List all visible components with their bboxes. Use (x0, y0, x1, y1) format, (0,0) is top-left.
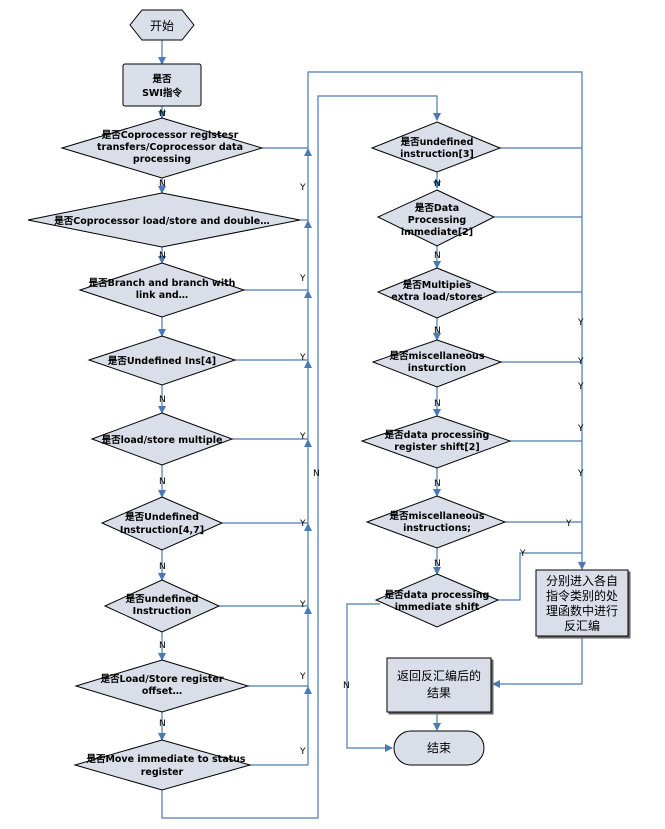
label-n-undef-instr: N (159, 641, 166, 651)
decision-ls-reg-offset-line2: offset… (142, 686, 182, 697)
label-y-dp-imm-shift: Y (519, 549, 526, 559)
process-return-line1: 返回反汇编后的 (397, 668, 481, 683)
label-n-multiplies: N (434, 326, 441, 336)
decision-multiplies-line1: 是否Multipies (402, 279, 472, 291)
process-return: 返回反汇编后的 结果 (386, 657, 492, 713)
label-y-undef47: Y (299, 519, 306, 529)
label-n-coproc-reg: N (159, 179, 166, 189)
label-y-undef3: Y (577, 318, 584, 328)
decision-coproc-reg-line2: transfers/Coprocessor data (97, 142, 243, 153)
decision-dp-imm-shift-line2: immediate shift (395, 602, 480, 613)
decision-undef3-line1: 是否undefined (400, 136, 474, 148)
decision-dp-imm2: 是否Data Processing immediate[2] (376, 189, 496, 247)
decision-misc-instrs-line2: instructions; (403, 523, 471, 534)
label-n-undef4: N (159, 395, 166, 405)
label-n-move-imm: N (313, 469, 320, 479)
decision-misc-instrs-line1: 是否miscellaneous (389, 510, 485, 522)
decision-undef3-line2: instruction[3] (400, 149, 474, 160)
decision-undef4: 是否Undefined Ins[4] (87, 335, 237, 386)
decision-dp-reg-shift-line1: 是否data processing (384, 429, 490, 441)
decision-dp-imm-shift-line1: 是否data processing (384, 589, 490, 601)
decision-undef47-line1: 是否Undefined (124, 511, 199, 523)
label-n-misc-instr: N (434, 399, 441, 409)
label-y-ls-reg-offset: Y (299, 672, 306, 682)
start-label: 开始 (150, 19, 174, 33)
decision-undef4-line1: 是否Undefined Ins[4] (107, 355, 216, 367)
decision-dp-imm2-line2: Processing (408, 215, 466, 226)
process-disasm-line1: 分别进入各自 (546, 573, 618, 588)
label-y-multiplies: Y (577, 382, 584, 392)
label-n-dp-reg-shift: N (434, 479, 441, 489)
decision-undef47-line2: Instruction[4,7] (120, 525, 204, 536)
label-y-dp-imm2: Y (577, 357, 584, 367)
start-node: 开始 (129, 9, 195, 41)
decision-dp-imm-shift: 是否data processing immediate shift (374, 573, 500, 628)
label-n-dp-imm2: N (434, 251, 441, 261)
label-n-dp-imm-shift: N (343, 681, 350, 691)
label-n-ls-reg-offset: N (159, 719, 166, 729)
decision-undef-instr: 是否undefined Instruction (103, 579, 221, 633)
label-y-misc-instr: Y (577, 424, 584, 434)
label-y-undef-instr: Y (299, 600, 306, 610)
decision-misc-instr-line2: insturction (408, 363, 467, 374)
decision-swi: 是否 SWI指令 (122, 63, 202, 107)
process-disasm-line3: 理函数中进行 (546, 603, 618, 618)
end-label: 结束 (427, 741, 451, 755)
label-n-ls-multiple: N (159, 477, 166, 487)
edge-labels: N N N N N N N N Y Y Y Y Y Y Y Y N N N N … (159, 109, 584, 757)
decision-misc-instr: 是否miscellaneous insturction (371, 339, 503, 388)
decision-dp-imm2-line1: 是否Data (414, 202, 459, 214)
process-return-line2: 结果 (427, 686, 451, 700)
decision-swi-line2: SWI指令 (142, 87, 182, 99)
decision-multiplies-line2: extra load/stores (391, 292, 483, 303)
label-y-branch: Y (299, 274, 306, 284)
process-disasm: 分别进入各自 指令类别的处 理函数中进行 反汇编 (535, 569, 629, 637)
decision-ls-reg-offset-line1: 是否Load/Store register (99, 673, 223, 685)
decision-misc-instr-line1: 是否miscellaneous (389, 350, 485, 362)
decision-dp-imm2-line3: immediate[2] (401, 227, 473, 238)
decision-branch-line2: link and… (136, 290, 188, 301)
decision-dp-reg-shift-line2: register shift[2] (394, 442, 479, 453)
decision-undef-instr-line1: 是否undefined (125, 593, 199, 605)
label-y-dp-reg-shift: Y (577, 469, 584, 479)
label-y-misc-instrs: Y (565, 519, 572, 529)
decision-multiplies: 是否Multipies extra load/stores (376, 267, 498, 319)
label-n-misc-instrs: N (434, 559, 441, 569)
label-n-coproc-ls: N (159, 251, 166, 261)
decision-coproc-ls: 是否Coprocessor load/store and double… (27, 192, 301, 248)
decision-ls-multiple: 是否load/store multiple (90, 412, 234, 466)
decision-ls-reg-offset: 是否Load/Store register offset… (74, 659, 250, 713)
decision-branch-line1: 是否Branch and branch with (88, 277, 236, 289)
decision-undef47: 是否Undefined Instruction[4,7] (100, 496, 224, 551)
decision-coproc-reg: 是否Coprocessor registesr transfers/Coproc… (60, 117, 264, 179)
decision-dp-reg-shift: 是否data processing register shift[2] (360, 415, 512, 469)
decision-undef-instr-line2: Instruction (133, 606, 192, 617)
label-y-ls-multiple: Y (299, 432, 306, 442)
decision-move-imm-line2: register (141, 767, 184, 778)
label-n-undef3: N (434, 179, 441, 189)
decision-swi-line1: 是否 (151, 73, 172, 85)
end-node: 结束 (393, 730, 485, 766)
decision-misc-instrs: 是否miscellaneous instructions; (365, 495, 507, 549)
decision-undef3: 是否undefined instruction[3] (370, 121, 502, 173)
decision-coproc-reg-line3: processing (133, 154, 191, 165)
decision-move-imm-line1: 是否Move immediate to status (85, 753, 245, 765)
decision-coproc-ls-line1: 是否Coprocessor load/store and double… (53, 215, 269, 227)
process-disasm-line2: 指令类别的处 (546, 588, 618, 603)
decision-coproc-reg-line1: 是否Coprocessor registesr (101, 129, 239, 141)
label-y-undef4: Y (299, 353, 306, 363)
label-y-coproc-reg: Y (299, 183, 306, 193)
process-disasm-line4: 反汇编 (564, 618, 600, 633)
decision-move-imm: 是否Move immediate to status register (73, 739, 252, 791)
label-n-undef47: N (159, 562, 166, 572)
decision-ls-multiple-line1: 是否load/store multiple (101, 434, 223, 446)
label-n-swi: N (159, 109, 166, 119)
label-y-move-imm: Y (299, 747, 306, 757)
decision-branch: 是否Branch and branch with link and… (78, 262, 246, 318)
